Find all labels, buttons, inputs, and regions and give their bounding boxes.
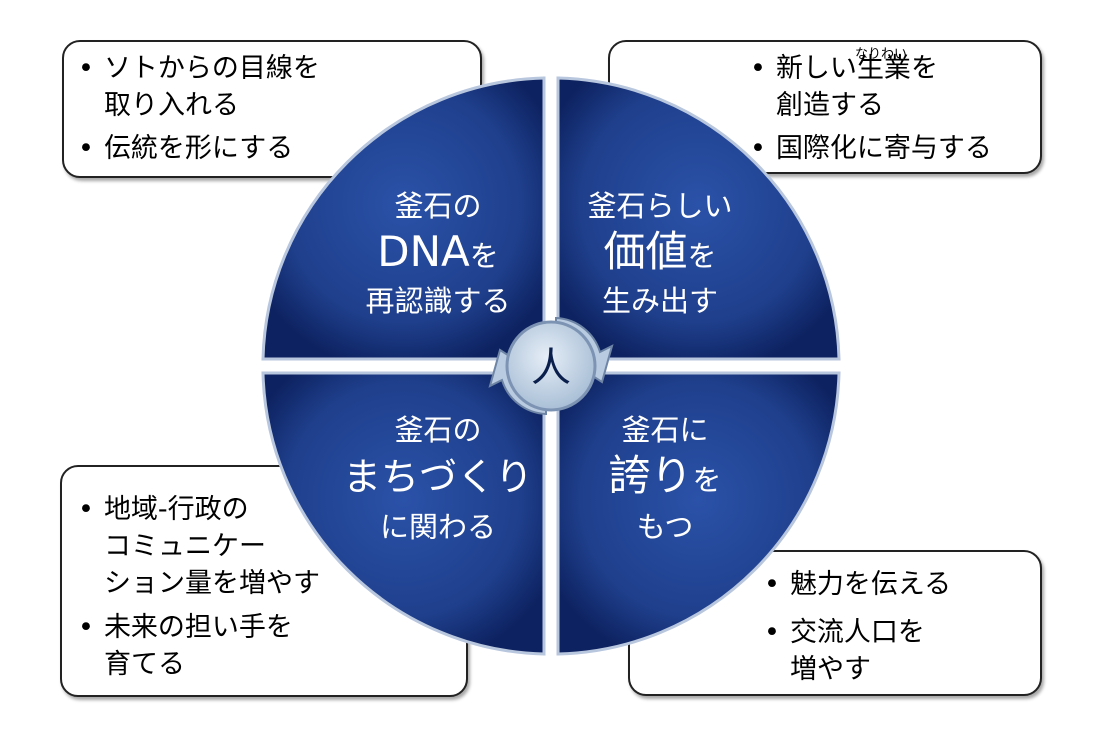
quadrant-top-right-line1: 釜石らしい [587, 189, 732, 223]
bullet-dot: • [750, 53, 766, 84]
quadrant-top-left-line1: 釜石の [394, 189, 481, 223]
quadrant-bottom-right-line1: 釜石に [621, 413, 708, 447]
ruby-reading: なりわい [854, 47, 907, 62]
bullet-text: 交流人口を [789, 617, 925, 648]
bullet-text: 国際化に寄与する [775, 133, 992, 164]
bullet-dot: • [764, 617, 780, 648]
bullet-text: 魅力を伝える [789, 569, 952, 600]
bullet-text: 伝統を形にする [103, 133, 294, 164]
bullet-text: 生業 [856, 53, 911, 84]
bullet-dot: • [78, 612, 94, 643]
bullet-text: コミュニケー [104, 531, 266, 562]
quadrant-top-left [261, 76, 546, 361]
bullet-text: を [910, 53, 938, 84]
quadrant-top-right [556, 76, 841, 361]
quadrant-bottom-right-line3: もつ [637, 510, 694, 544]
center-label: 人 [531, 345, 571, 391]
bullet-text: 増やす [790, 654, 871, 685]
bullet-text: 創造する [776, 90, 884, 121]
bullet-text: ション量を増やす [104, 568, 320, 599]
quadrant-top-left-line3: 再認識する [365, 284, 510, 318]
center-circle [505, 320, 597, 412]
bullet-dot: • [78, 53, 94, 84]
bullet-text: 未来の担い手を [103, 612, 293, 643]
bullet-dot: • [78, 133, 94, 164]
quadrant-top-left-line2: DNAを [377, 227, 499, 276]
quadrant-bottom-left-line3: に関わる [380, 510, 496, 544]
quadrant-bottom-left [261, 371, 546, 656]
top-left-box: • ソトからの目線を 取り入れる • 伝統を形にする [62, 40, 482, 178]
bullet-text: 地域-行政の [103, 494, 249, 525]
quadrant-top-right-line2: 価値を [603, 227, 716, 276]
bullet-dot: • [78, 494, 94, 525]
bullet-text: 育てる [104, 649, 185, 680]
quadrant-bottom-right [556, 371, 841, 656]
bullet-dot: • [750, 133, 766, 164]
bullet-text: 取り入れる [104, 90, 239, 121]
bullet-text: 新しい [775, 53, 857, 84]
quadrant-bottom-left-line1: 釜石の [394, 413, 481, 447]
bullet-text: ソトからの目線を [103, 53, 320, 84]
quadrant-bottom-left-line2: まちづくり [343, 455, 533, 499]
quadrant-bottom-right-line2: 誇りを [608, 451, 721, 500]
bullet-dot: • [764, 569, 780, 600]
quadrant-top-right-line3: 生み出す [602, 284, 718, 318]
